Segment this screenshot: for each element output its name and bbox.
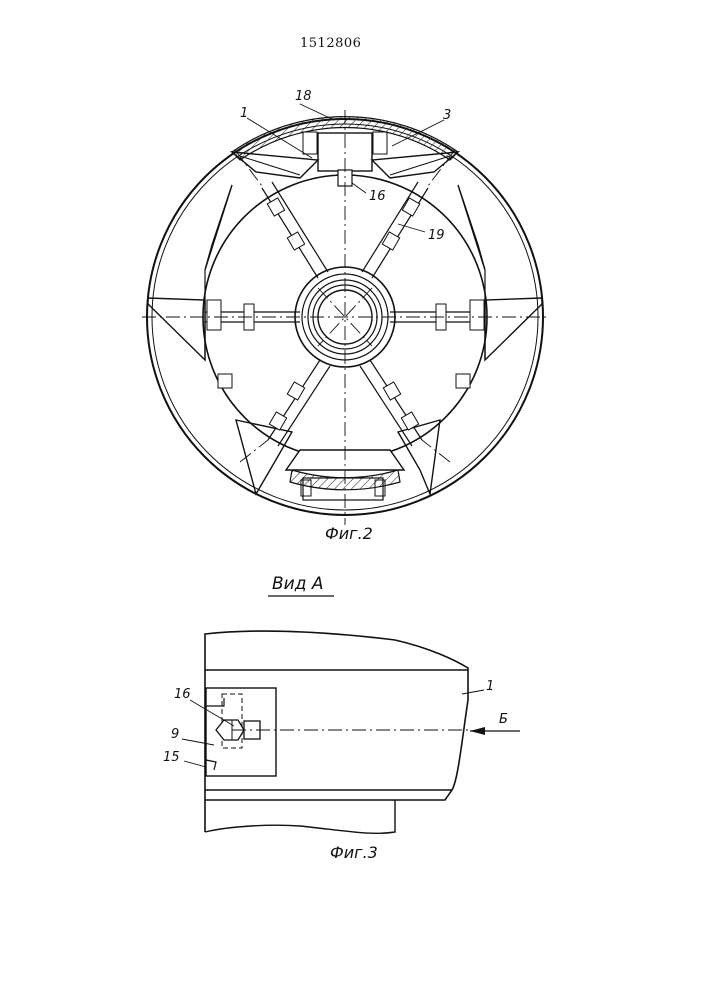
fig3-label-15: 15 bbox=[163, 751, 180, 764]
fig2-label-16: 16 bbox=[369, 190, 386, 203]
top-bolt-left bbox=[303, 132, 317, 154]
fig3-label-b: Б bbox=[499, 713, 508, 726]
fig3-caption: Фиг.3 bbox=[330, 845, 378, 861]
left-upper-wedge bbox=[205, 185, 232, 270]
fig2-caption: Фиг.2 bbox=[325, 526, 373, 542]
fig2-label-3: 3 bbox=[443, 109, 451, 122]
right-upper-wedge bbox=[458, 185, 485, 270]
figure-3-drawing bbox=[182, 631, 520, 833]
top-bolt-right bbox=[373, 132, 387, 154]
fig3-label-16: 16 bbox=[174, 688, 191, 701]
fig3-label-9: 9 bbox=[171, 728, 179, 741]
left-side-wedge bbox=[148, 298, 205, 360]
right-side-wedge bbox=[485, 298, 542, 360]
fig2-label-18: 18 bbox=[295, 90, 312, 103]
fig2-label-19: 19 bbox=[428, 229, 445, 242]
view-title: Вид А bbox=[272, 576, 324, 593]
fig3-label-1: 1 bbox=[486, 680, 494, 693]
bottom-right-wedge bbox=[398, 420, 440, 494]
fig2-label-1: 1 bbox=[240, 107, 248, 120]
bottom-left-wedge bbox=[236, 420, 292, 494]
